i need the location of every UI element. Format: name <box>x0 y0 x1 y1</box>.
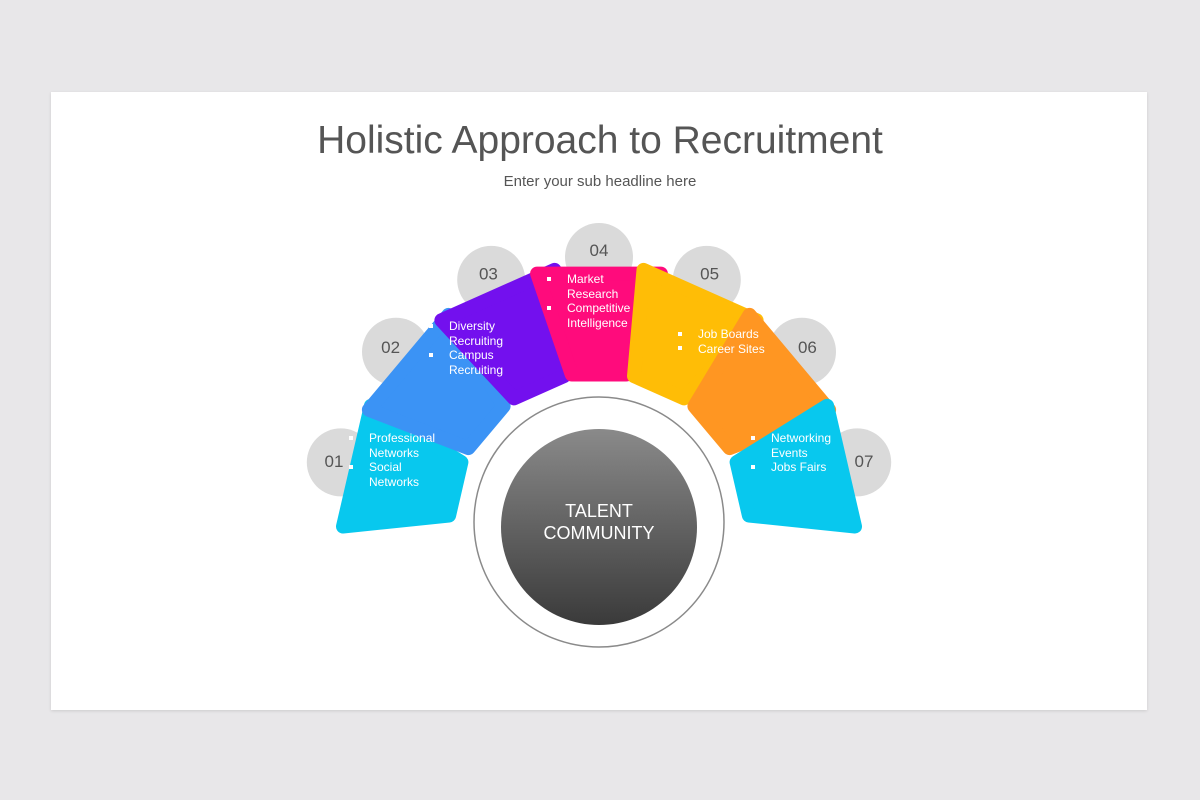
bullet-line: Research <box>567 286 619 301</box>
bullet-line: Referral <box>368 555 411 569</box>
bullet-line: Events <box>771 445 808 460</box>
bullet-line: Market <box>567 272 604 286</box>
segments-group <box>336 262 862 534</box>
segment-number-06: 06 <box>798 338 817 357</box>
segment-number-07: 07 <box>855 452 874 471</box>
bullet-line: Networks <box>369 474 420 489</box>
bullet-line: Resume <box>778 576 823 591</box>
center-circle <box>501 429 697 625</box>
center-label-line2: COMMUNITY <box>544 523 655 543</box>
segment-number-04: 04 <box>590 241 609 260</box>
bullet-line: Recruiting <box>449 333 504 348</box>
bullet-line: Professional <box>369 431 436 445</box>
bullet-item: Cold Calling <box>758 562 843 577</box>
bullet-line: Networking <box>771 431 832 445</box>
bullet-line: Networks <box>369 445 420 460</box>
bullet-item: Job Boards <box>678 327 765 342</box>
bullet-line: Cold Calling <box>778 562 843 576</box>
bullet-line: Alumni <box>368 584 405 599</box>
segment-number-01: 01 <box>325 452 344 471</box>
bullet-line: Recruiting <box>449 362 504 377</box>
slide-subtitle: Enter your sub headline here <box>503 173 697 190</box>
bullet-line: Diversity <box>449 319 496 333</box>
bullet-line: Intelligence <box>567 315 628 330</box>
bullet-line: Social <box>369 460 402 475</box>
bullet-line: Programs <box>368 569 421 584</box>
bullet-line: Jobs Fairs <box>771 460 827 475</box>
outer-ring <box>473 396 725 648</box>
segment-07 <box>729 398 862 534</box>
bullet-line: Competitive <box>567 301 631 316</box>
bullet-item: Jobs Fairs <box>751 460 831 475</box>
bullet-line: programs <box>368 598 419 613</box>
segment-number-05: 05 <box>700 265 719 284</box>
bullet-line: Job Boards <box>698 327 759 341</box>
bullet-line: Campus <box>449 348 494 363</box>
bullet-item: Career Sites <box>678 342 765 357</box>
segment-number-03: 03 <box>479 265 498 284</box>
slide-title: Holistic Approach to Recruitment <box>317 119 883 162</box>
center-label-line1: TALENT <box>565 501 633 521</box>
bullet-line: Mining <box>778 591 814 606</box>
bullet-line: Career Sites <box>698 341 765 356</box>
segment-number-02: 02 <box>381 338 400 357</box>
